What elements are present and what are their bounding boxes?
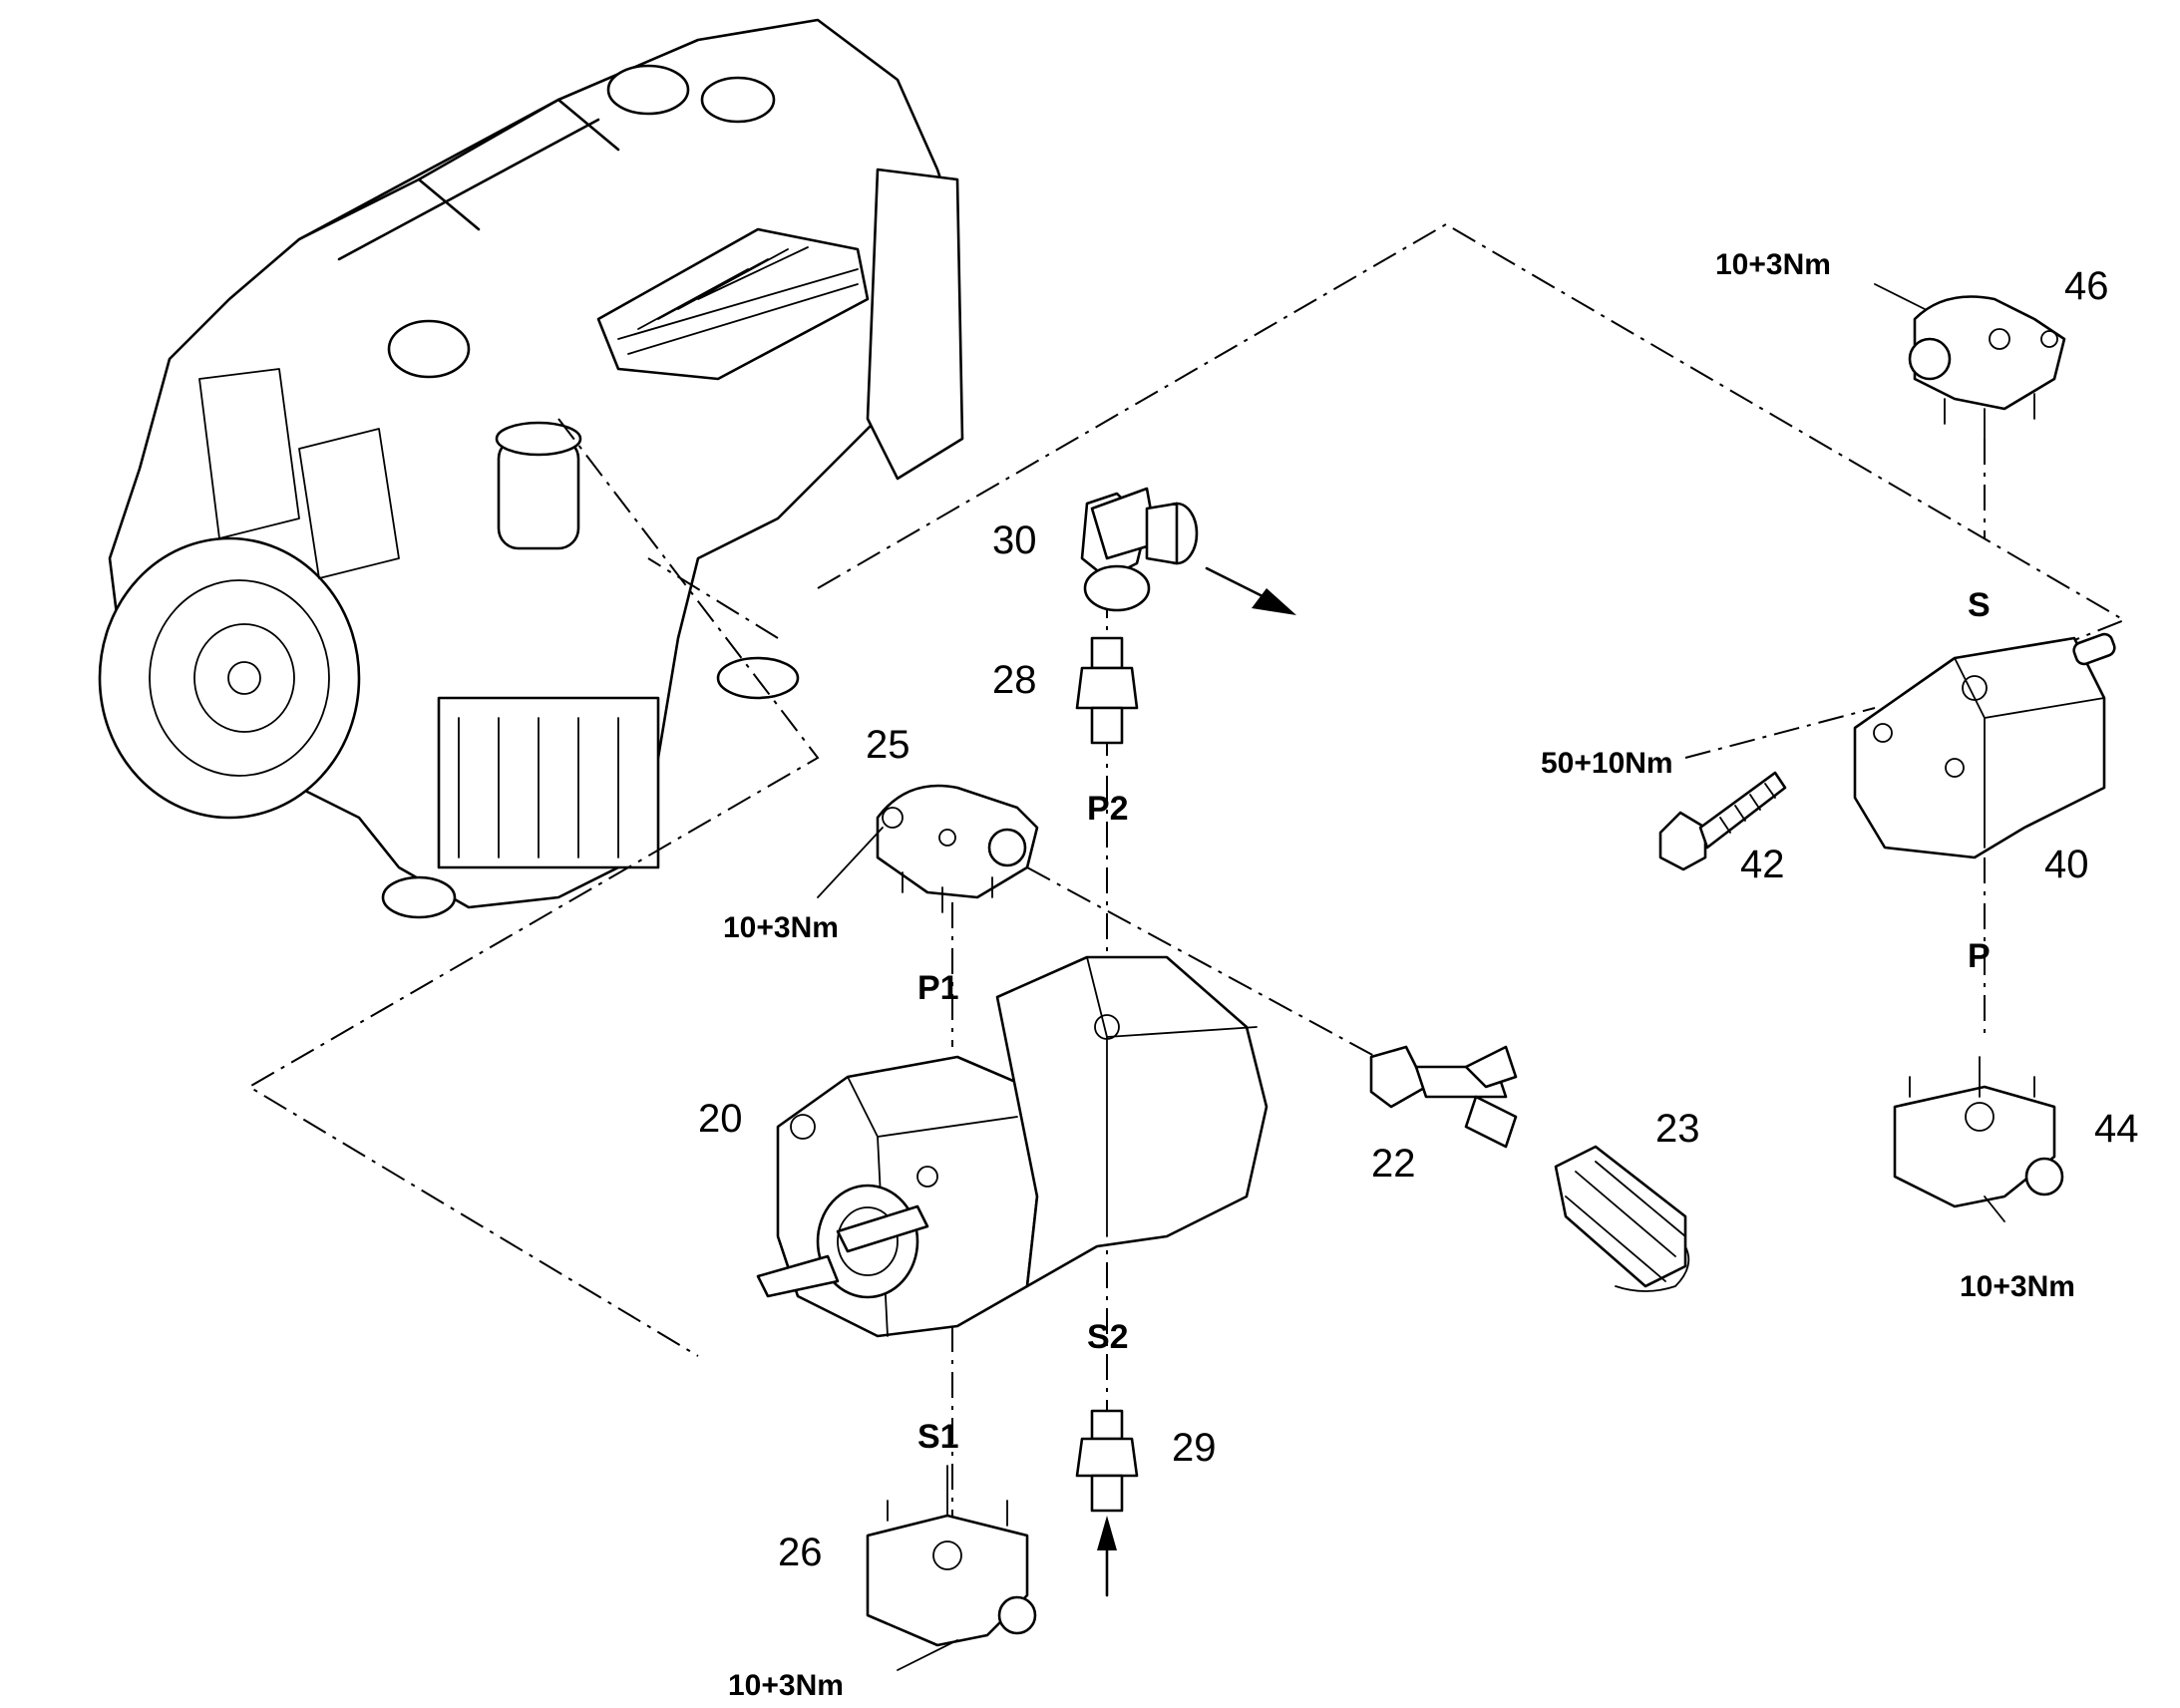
part-number-40: 40 — [2044, 843, 2089, 886]
port-label-s: S — [1968, 586, 1991, 624]
part-44-flange — [1893, 1056, 2064, 1208]
part-25-valve-block — [876, 784, 1039, 913]
part-number-46: 46 — [2064, 264, 2109, 308]
part-40-pump — [1853, 632, 2116, 859]
port-label-p: P — [1968, 937, 1991, 975]
part-number-28: 28 — [992, 658, 1037, 702]
part-number-25: 25 — [866, 723, 910, 767]
port-label-p1: P1 — [917, 969, 959, 1007]
part-30-elbow-fitting — [1080, 487, 1199, 612]
port-label-s2: S2 — [1087, 1318, 1129, 1356]
part-number-20: 20 — [698, 1097, 743, 1141]
part-42-bolt — [1658, 771, 1787, 871]
part-number-23: 23 — [1655, 1107, 1700, 1151]
part-number-22: 22 — [1371, 1142, 1416, 1186]
part-26-flange — [866, 1465, 1037, 1647]
torque-label-26: 10+3Nm — [728, 1669, 844, 1702]
engine-illustration — [98, 18, 964, 919]
part-20-double-pump — [756, 955, 1269, 1338]
torque-label-42: 50+10Nm — [1541, 747, 1673, 780]
inlet-arrow-head — [1097, 1516, 1117, 1550]
part-number-30: 30 — [992, 518, 1037, 562]
assembly-outlines — [247, 222, 2127, 1536]
part-23-filter — [1554, 1145, 1690, 1292]
port-label-s1: S1 — [917, 1418, 959, 1456]
part-22-tee — [1369, 1045, 1518, 1149]
part-46-valve-block — [1908, 295, 2066, 440]
part-number-26: 26 — [778, 1531, 823, 1574]
part-29-fitting — [1075, 1409, 1139, 1513]
port-label-p2: P2 — [1087, 790, 1129, 828]
part-number-42: 42 — [1740, 843, 1785, 886]
outlet-arrow-head — [1252, 588, 1296, 615]
part-number-29: 29 — [1172, 1426, 1217, 1470]
part-28-fitting — [1075, 636, 1139, 745]
torque-label-25: 10+3Nm — [723, 911, 839, 944]
flow-arrows — [1097, 566, 1296, 1597]
part-number-44: 44 — [2094, 1107, 2139, 1151]
torque-label-46: 10+3Nm — [1715, 248, 1831, 281]
torque-label-44: 10+3Nm — [1960, 1270, 2075, 1303]
leader-lines — [817, 283, 2005, 1671]
